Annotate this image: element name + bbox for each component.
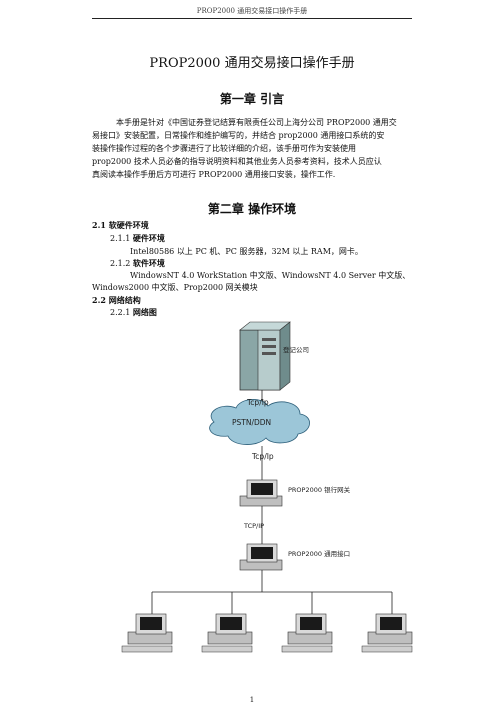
cloud-icon xyxy=(209,399,310,445)
link-label-2: Tcp/Ip xyxy=(252,452,274,461)
section-2-2-heading: 2.2 网络结构 xyxy=(92,295,141,305)
intro-line-2: 易接口》安装配置，日常操作和维护编写的，并结合 prop2000 通用接口系统的… xyxy=(92,131,385,140)
client-computer-icon xyxy=(281,613,333,653)
link-label-1: Tcp/Ip xyxy=(247,398,269,407)
gateway-computer-icon xyxy=(239,479,283,507)
client-computer-icon xyxy=(361,613,413,653)
cloud-label: PSTN/DDN xyxy=(232,418,272,427)
section-2-1-2-heading: 2.1.2 软件环境 xyxy=(110,258,165,269)
software-text-1: WindowsNT 4.0 WorkStation 中文版、WindowsNT … xyxy=(130,271,411,280)
client-computer-icon xyxy=(121,613,173,653)
software-text-2: Windows2000 中文版、Prop2000 网关模块 xyxy=(92,283,258,292)
link-label-3: TCP/IP xyxy=(244,522,265,530)
document-title: PROP2000 通用交易接口操作手册 xyxy=(149,56,355,71)
client-computer-icon xyxy=(201,613,253,653)
section-2-2-1-label: 网络图 xyxy=(132,307,157,317)
interface-label: PROP2000 通用接口 xyxy=(288,550,351,558)
running-header: PROP2000 通用交易接口操作手册 xyxy=(196,7,308,15)
section-2-1-2-label: 软件环境 xyxy=(132,258,165,268)
intro-paragraph: 本手册是针对《中国证券登记结算有限责任公司上海分公司 PROP2000 通用交 … xyxy=(92,116,414,181)
section-2-2-1-number: 2.2.1 xyxy=(110,308,131,317)
intro-line-5: 真阅读本操作手册后方可进行 PROP2000 通用接口安装，操作工作. xyxy=(92,170,336,179)
intro-line-1: 本手册是针对《中国证券登记结算有限责任公司上海分公司 PROP2000 通用交 xyxy=(116,118,397,127)
gateway-label: PROP2000 银行网关 xyxy=(288,486,351,494)
intro-line-4: prop2000 技术人员必备的指导说明资料和其他业务人员参考资料，技术人员应认 xyxy=(92,157,382,166)
section-2-1-1-number: 2.1.1 xyxy=(110,234,131,243)
section-2-2-1-heading: 2.2.1 网络图 xyxy=(110,307,157,318)
chapter-1-title: 第一章 引言 xyxy=(219,92,285,106)
section-2-1-1-heading: 2.1.1 硬件环境 xyxy=(110,233,165,244)
section-2-1-2-number: 2.1.2 xyxy=(110,259,131,268)
interface-computer-icon xyxy=(239,543,283,571)
server-label: 登记公司 xyxy=(283,346,309,354)
page-number: 1 xyxy=(249,696,255,704)
server-icon xyxy=(239,321,291,391)
hardware-text: Intel80586 以上 PC 机、PC 服务器，32M 以上 RAM，网卡。 xyxy=(130,247,363,256)
chapter-2-title: 第二章 操作环境 xyxy=(207,202,297,216)
intro-line-3: 装操作操作过程的各个步骤进行了比较详细的介绍，该手册可作为安装使用 xyxy=(92,144,356,153)
section-2-1-1-label: 硬件环境 xyxy=(132,233,165,243)
header-rule xyxy=(92,18,412,19)
section-2-1-heading: 2.1 软硬件环境 xyxy=(92,220,149,230)
